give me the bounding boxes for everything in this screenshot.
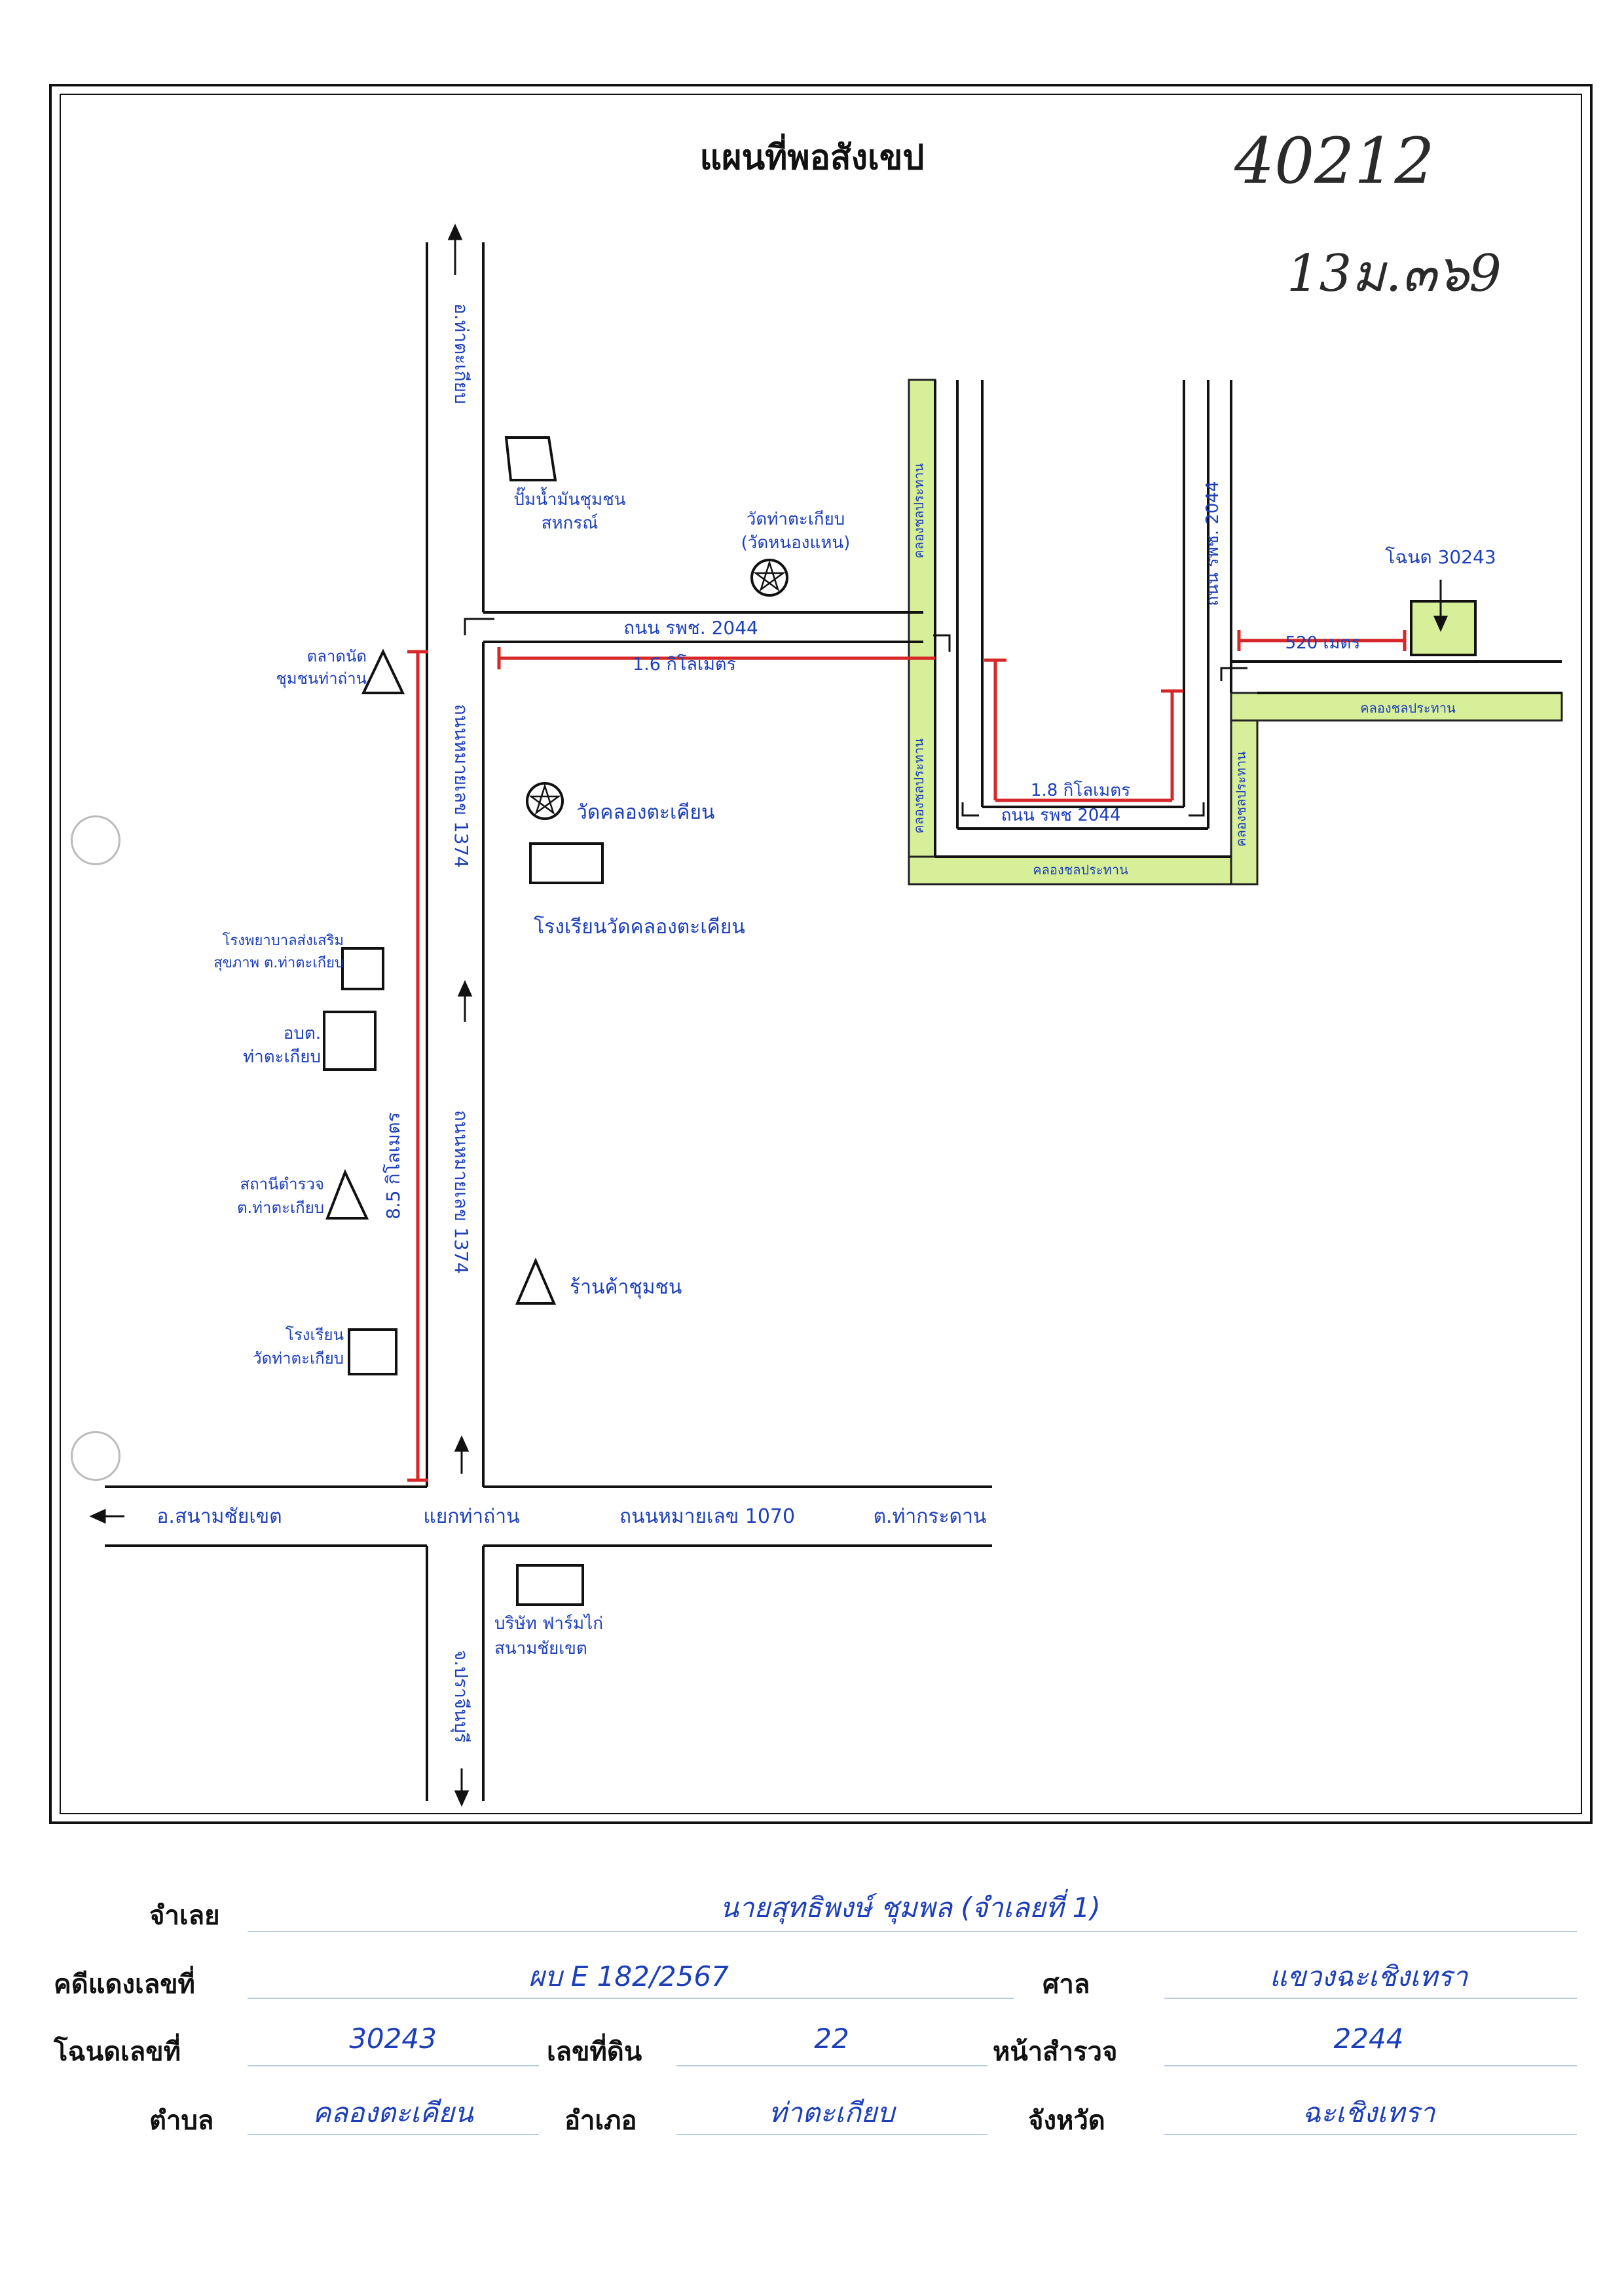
line-survey <box>1164 2065 1577 2066</box>
label-parcel: โฉนด 30243 <box>1385 546 1496 568</box>
label-temple-top: วัดท่าตะเกียบ (วัดหนองแหน) <box>741 510 851 553</box>
label-canal-left-lower: คลองชลประทาน <box>911 738 927 834</box>
box-hospital <box>341 947 384 990</box>
label-road-2044-bottom: ถนน รพช 2044 <box>1001 806 1121 825</box>
label-road-2044-right: ถนน รพช. 2044 <box>1203 481 1223 606</box>
page-title: แผนที่พอสังเขป <box>699 138 925 177</box>
punch-hole-lower <box>71 1431 120 1481</box>
line-land-no <box>676 2065 987 2066</box>
line-district <box>676 2134 987 2135</box>
label-sao: อบต. ท่าตะเกียบ <box>243 1024 321 1067</box>
label-temple-mid: วัดคลองตะเคียน <box>576 801 714 824</box>
label-junction: แยกท่าถ่าน <box>423 1505 519 1528</box>
label-canal-right-lower: คลองชลประทาน <box>1233 751 1249 847</box>
label-gas-station: ปั๊มน้ำมันชุมชน สหกรณ์ <box>513 490 626 533</box>
distance-lines <box>407 630 1407 1482</box>
label-distance-2: 1.8 กิโลเมตร <box>1031 780 1130 800</box>
label-distance-1: 1.6 กิโลเมตร <box>633 654 736 675</box>
value-deed: 30243 <box>349 2023 437 2055</box>
label-market: ตลาดนัด ชุมชนท่าถ่าน <box>276 647 367 688</box>
label-canal-right: คลองชลประทาน <box>1360 700 1456 716</box>
line-deed <box>248 2065 539 2066</box>
map-frame-inner <box>60 94 1582 1814</box>
roads <box>105 242 1562 1801</box>
label-school-low: โรงเรียน วัดท่าตะเกียบ <box>253 1326 344 1368</box>
value-district: ท่าตะเกียบ <box>768 2097 895 2129</box>
label-west: อ.สนามชัยเขต <box>157 1505 282 1528</box>
box-school-mid <box>529 842 604 884</box>
canal-right-horizontal <box>1230 692 1563 722</box>
punch-hole-upper <box>71 815 120 865</box>
value-subdistrict: คลองตะเคียน <box>312 2097 473 2129</box>
box-school-low <box>348 1328 397 1375</box>
label-road-2044-top: ถนน รพช. 2044 <box>623 617 758 639</box>
label-land-no: เลขที่ดิน <box>547 2037 642 2067</box>
canal-bottom <box>908 855 1259 886</box>
label-road-1374-lower: ถนนหมายเลข 1374 <box>451 1110 472 1274</box>
label-south: จ.ปราจีนบุรี <box>450 1650 472 1743</box>
corner-subnote: 13ม.๓๖9 <box>1287 244 1502 303</box>
label-police: สถานีตำรวจ ต.ท่าตะเกียบ <box>236 1175 324 1217</box>
value-red-case: ผบ E 182/2567 <box>528 1960 729 1992</box>
line-province <box>1164 2134 1577 2135</box>
label-company: บริษัท ฟาร์มไก่ สนามชัยเขต <box>494 1614 603 1658</box>
value-province: ฉะเชิงเทรา <box>1302 2097 1435 2129</box>
value-survey: 2244 <box>1333 2023 1404 2055</box>
label-shop: ร้านค้าชุมชน <box>570 1276 682 1299</box>
map-frame <box>49 84 1593 1824</box>
label-deed: โฉนดเลขที่ <box>54 2037 181 2067</box>
label-canal-left: คลองชลประทาน <box>911 463 927 559</box>
label-east: ต.ท่ากระดาน <box>874 1505 987 1528</box>
label-road-1374-upper: ถนนหมายเลข 1374 <box>451 704 472 868</box>
label-distance-3: 8.5 กิโลเมตร <box>382 1112 404 1220</box>
box-gas-station <box>504 436 557 481</box>
label-survey: หน้าสำรวจ <box>993 2037 1118 2067</box>
landmark-symbols <box>323 436 1477 1606</box>
direction-arrows <box>89 223 1247 1807</box>
map-labels: อ.ท่าตะเกียบ ถนนหมายเลข 1374 ถนนหมายเลข … <box>157 303 1496 1743</box>
label-canal-bottom: คลองชลประทาน <box>1033 862 1128 878</box>
label-hospital: โรงพยาบาลส่งเสริม สุขภาพ ต.ท่าตะเกียบ <box>213 933 344 971</box>
label-north: อ.ท่าตะเกียบ <box>451 303 472 404</box>
triangle-market <box>361 648 405 694</box>
label-red-case: คดีแดงเลขที่ <box>54 1969 195 2000</box>
label-defendant: จำเลย <box>149 1901 220 1931</box>
canal-system <box>908 379 1563 886</box>
value-land-no: 22 <box>814 2023 849 2055</box>
value-defendant: นายสุทธิพงษ์ ชุมพล (จำเลยที่ 1) <box>720 1892 1101 1924</box>
box-sao <box>323 1011 377 1071</box>
triangle-shop <box>515 1257 557 1305</box>
box-parcel <box>1410 600 1477 656</box>
label-court: ศาล <box>1043 1969 1090 2000</box>
line-subdistrict <box>248 2134 539 2135</box>
label-subdistrict: ตำบล <box>149 2106 214 2136</box>
label-province: จังหวัด <box>1028 2106 1105 2136</box>
label-distance-4: 520 เมตร <box>1285 633 1361 653</box>
label-school-mid: โรงเรียนวัดคลองตะเคียน <box>534 915 745 939</box>
label-road-1070: ถนนหมายเลข 1070 <box>619 1505 795 1528</box>
canal-right <box>1230 692 1259 886</box>
triangle-police <box>325 1168 369 1220</box>
label-district: อำเภอ <box>564 2106 637 2136</box>
value-court: แขวงฉะเชิงเทรา <box>1269 1960 1468 1992</box>
corner-number: 40212 <box>1234 124 1435 198</box>
line-court <box>1164 1998 1577 1999</box>
line-defendant <box>248 1931 1577 1932</box>
line-red-case <box>248 1998 1014 1999</box>
box-company <box>516 1564 584 1606</box>
